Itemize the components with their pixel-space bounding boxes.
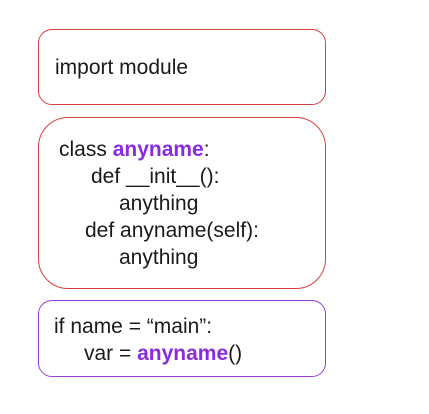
anyname-method-body: anything <box>119 246 199 269</box>
main-guard: if name = “main”: <box>54 315 213 338</box>
init-method-body: anything <box>119 192 199 215</box>
import-box: import module <box>38 29 326 105</box>
var-assign-text: var = <box>84 342 138 365</box>
anyname-method-def: def anyname(self): <box>85 219 259 242</box>
class-name-highlight: anyname <box>112 138 204 161</box>
init-method-def: def __init__(): <box>91 165 220 188</box>
instance-class-highlight: anyname <box>137 342 229 365</box>
class-declaration: class anyname: <box>59 136 210 163</box>
class-colon: : <box>203 138 210 161</box>
class-box: class anyname: def __init__(): anything … <box>38 117 326 289</box>
main-box: if name = “main”: var = anyname() <box>38 300 326 377</box>
import-statement: import module <box>55 56 189 79</box>
instance-assignment: var = anyname() <box>84 340 242 367</box>
class-keyword-text: class <box>59 138 113 161</box>
call-parens: () <box>228 342 243 365</box>
